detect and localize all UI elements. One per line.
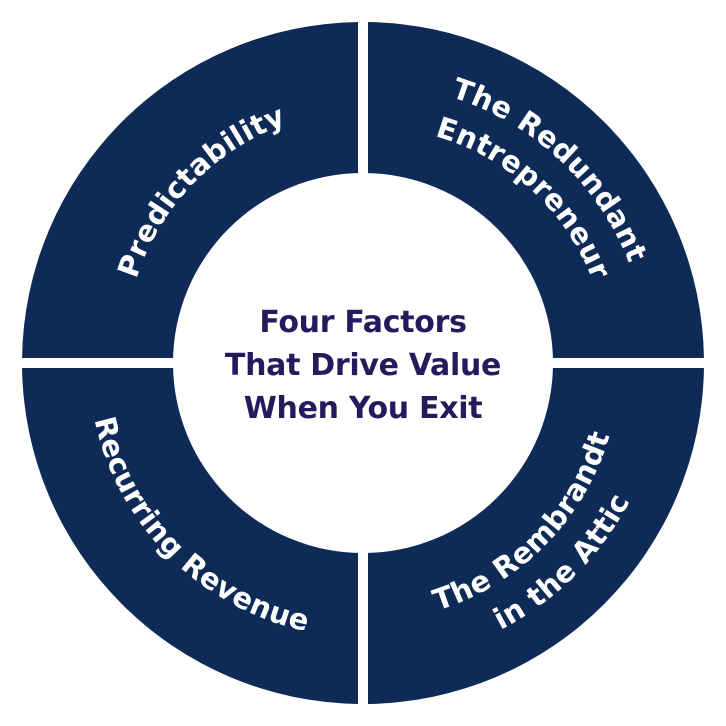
center-title-line-1: Four Factors	[259, 305, 466, 340]
center-title-line-3: When You Exit	[244, 391, 483, 426]
center-title-line-2: That Drive Value	[225, 348, 501, 383]
center-circle	[173, 173, 553, 553]
center-title: Four Factors That Drive Value When You E…	[225, 305, 501, 426]
